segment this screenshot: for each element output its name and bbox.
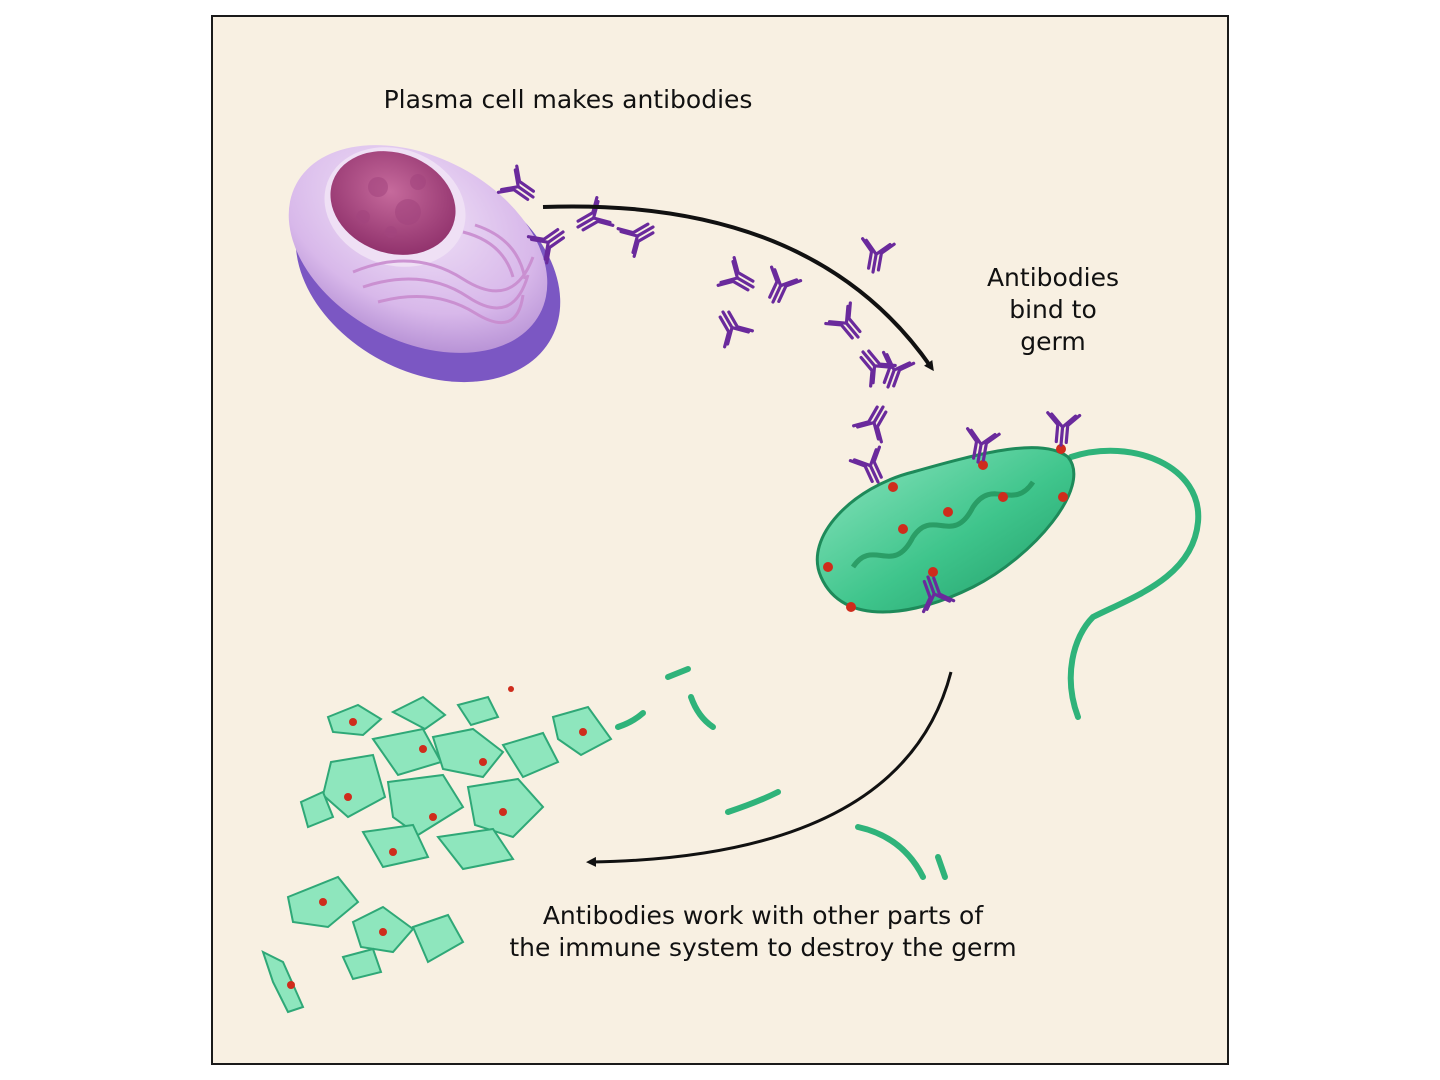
bacterium-fragment-icon [261, 695, 613, 1014]
step3-caption-line: the immune system to destroy the germ [509, 933, 1017, 962]
antigen-icon [823, 444, 1068, 612]
step3-caption: Antibodies work with other parts of the … [453, 900, 1073, 964]
diagram-illustration [261, 145, 1202, 1014]
step1-caption: Plasma cell makes antibodies [383, 85, 753, 114]
step2-caption: Antibodies bind to germ [958, 262, 1148, 358]
arrow-icon [586, 671, 953, 867]
step2-caption-line: germ [1020, 327, 1086, 356]
step2-caption-line: Antibodies [986, 263, 1120, 292]
step3-caption-line: Antibodies work with other parts of [542, 901, 984, 930]
arrow-icon [542, 204, 934, 372]
step2-caption-line: bind to [1009, 295, 1097, 324]
plasma-cell-icon [288, 145, 561, 383]
bacterium-fragment-icon [615, 666, 948, 880]
bacterium-icon [815, 411, 1202, 720]
diagram-panel: Plasma cell makes antibodies Antibodies … [211, 15, 1229, 1065]
